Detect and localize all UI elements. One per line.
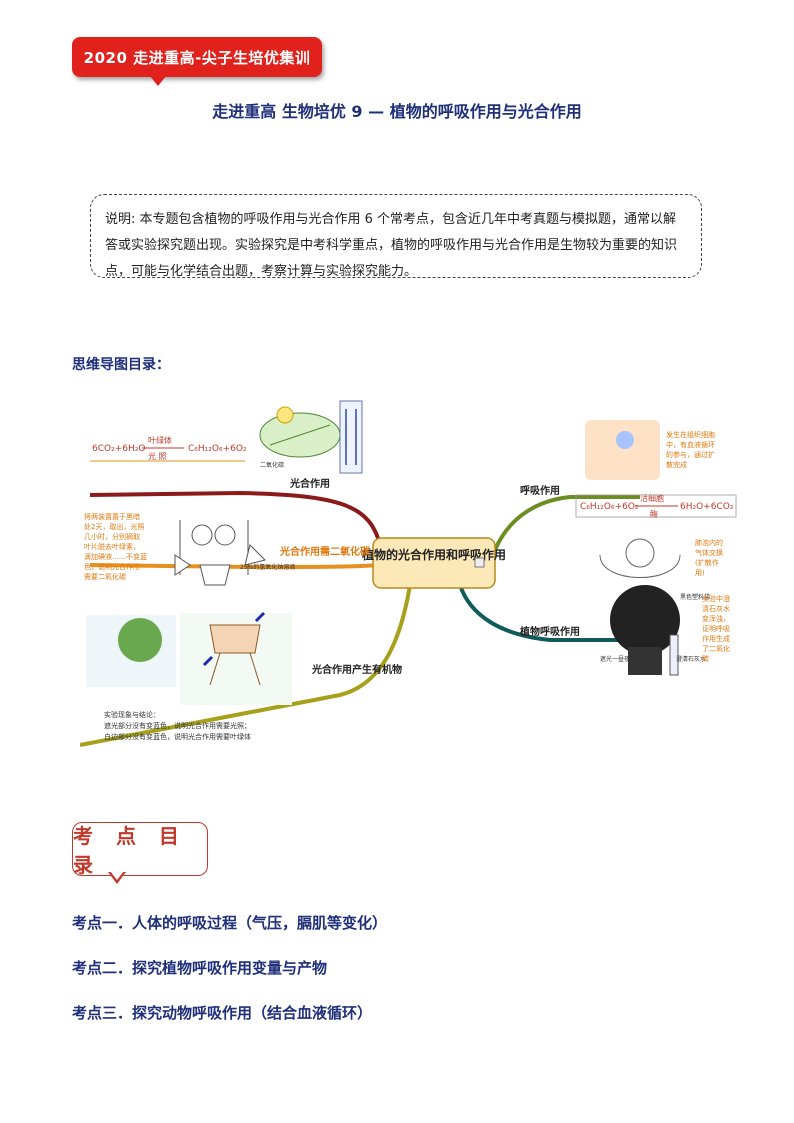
toc-item-1[interactable]: 考点一．人体的呼吸过程（气压，膈肌等变化）: [72, 914, 388, 932]
svg-text:二氧化碳: 二氧化碳: [260, 461, 284, 469]
branch-line-plant-resp: [458, 584, 620, 642]
lime-tube: [669, 634, 679, 676]
branch-line-respiration: [493, 495, 640, 551]
label-co2: 光合作用需二氧化碳: [279, 545, 371, 558]
course-banner: 2020 走进重高-尖子生培优集训: [72, 37, 322, 77]
toc-title-tail-inner: [110, 871, 124, 880]
black-bag: [610, 585, 680, 655]
cell-panel: [585, 420, 660, 480]
branch-line-photosynthesis: [89, 490, 382, 546]
label-photosynthesis: 光合作用: [289, 477, 330, 490]
resp-note: 发生在组织细胞 中，有血液循环 的参与，通过扩 散完成: [666, 430, 717, 469]
co2-note: 将两装置置于黑暗 处2天，取出，光照 几小时，分别摘取 叶片脱去叶绿素， 滴加碘…: [84, 512, 149, 581]
document-title: 走进重高 生物培优 9 — 植物的呼吸作用与光合作用: [212, 102, 582, 121]
mindmap-heading: 思维导图目录：: [72, 357, 170, 373]
bag-label: 黑色塑料袋: [680, 593, 710, 601]
organic-note: 实验现象与结论： 遮光部分没有变蓝色，说明光合作用需要光照； 白边部分没有变蓝色…: [104, 710, 253, 741]
resp-eq-left: C₆H₁₂O₆+6O₂: [580, 502, 639, 512]
plant-note: 实验中澄 清石灰水 变浑浊， 证明呼吸 作用生成 了二氧化 碳: [702, 594, 732, 663]
svg-text:25%的氢氧化钠溶液: 25%的氢氧化钠溶液: [240, 563, 295, 571]
cell-nucleus: [616, 431, 634, 449]
plant-pot: [118, 618, 162, 662]
beaker-stand: [209, 624, 261, 654]
photo-eq-right: C₆H₁₂O₆+6O₂: [188, 444, 247, 454]
shade-label: 遮光一昼夜: [600, 655, 630, 663]
resp-eq-box: [575, 494, 737, 518]
branch-line-co2: [89, 563, 381, 570]
photo-eq-left: 6CO₂+6H₂O: [92, 444, 145, 454]
center-node-text: 植物的光合作用和呼吸作用: [361, 547, 506, 562]
description-box: 说明: 本专题包含植物的呼吸作用与光合作用 6 个常考点，包含近几年中考真题与模…: [90, 194, 702, 279]
arrow-icon-2: [202, 655, 214, 667]
pot: [628, 647, 662, 675]
resp-eq-bottom: 酶: [650, 509, 658, 519]
photo-eq-bottom: 光 照: [148, 451, 167, 461]
expand-icon: [474, 557, 485, 568]
label-organic: 光合作用产生有机物: [311, 663, 402, 676]
leaf-illustration: 二氧化碳: [259, 400, 363, 474]
center-node: [372, 537, 496, 589]
toc-item-3[interactable]: 考点三．探究动物呼吸作用（结合血液循环）: [72, 1004, 373, 1022]
photo-eq-top: 叶绿体: [148, 435, 172, 445]
toc-item-2[interactable]: 考点二．探究植物呼吸作用变量与产物: [72, 959, 328, 977]
mind-map: 植物的光合作用和呼吸作用 光合作用 光合作用需二氧化碳 光合作用产生有机物 呼吸…: [80, 400, 737, 747]
branch-line-organic: [80, 584, 412, 747]
resp-eq-right: 6H₂O+6CO₂: [680, 502, 734, 512]
lime-label: 澄清石灰水: [676, 655, 706, 663]
co2-apparatus: 25%的氢氧化钠溶液: [174, 520, 295, 586]
resp-eq-top: 活细胞: [640, 493, 664, 503]
toc-title-box: 考 点 目 录: [72, 822, 208, 877]
lung-diagram: [599, 554, 681, 578]
label-respiration: 呼吸作用: [520, 484, 560, 497]
label-plant-resp: 植物呼吸作用: [519, 625, 580, 638]
lung-note: 肺泡内的 气体交换 (扩散作 用): [695, 538, 725, 577]
banner-tail: [150, 76, 166, 86]
arrow-icon-1: [254, 611, 266, 623]
